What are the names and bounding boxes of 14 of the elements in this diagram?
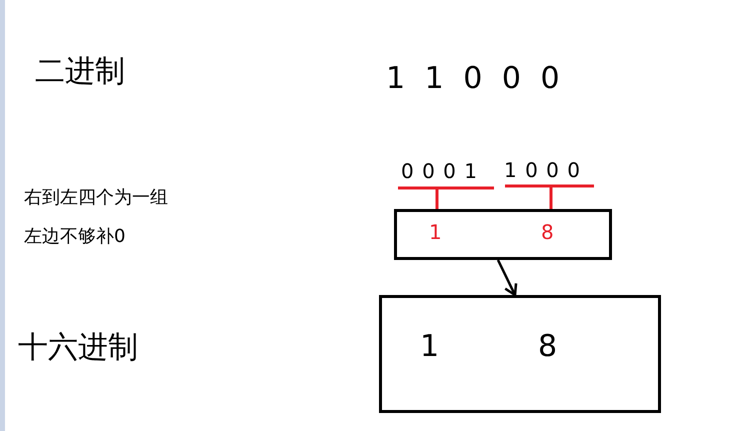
- digit: 1: [420, 332, 440, 362]
- digit: 8: [538, 332, 558, 362]
- arrow: [496, 259, 518, 296]
- digit: 1: [429, 222, 442, 242]
- digit: 8: [541, 222, 554, 242]
- heading: 十六进制: [18, 333, 138, 363]
- binary-group: 1 0 0 0: [504, 160, 580, 180]
- process-box: [394, 209, 612, 260]
- binary-digits: 1 1 0 0 0: [386, 64, 560, 94]
- note: 左边不够补0: [24, 228, 126, 246]
- process-box: [379, 295, 661, 413]
- note: 右到左四个为一组: [24, 189, 168, 207]
- binary-group: 0 0 0 1: [401, 161, 477, 181]
- heading: 二进制: [35, 57, 125, 87]
